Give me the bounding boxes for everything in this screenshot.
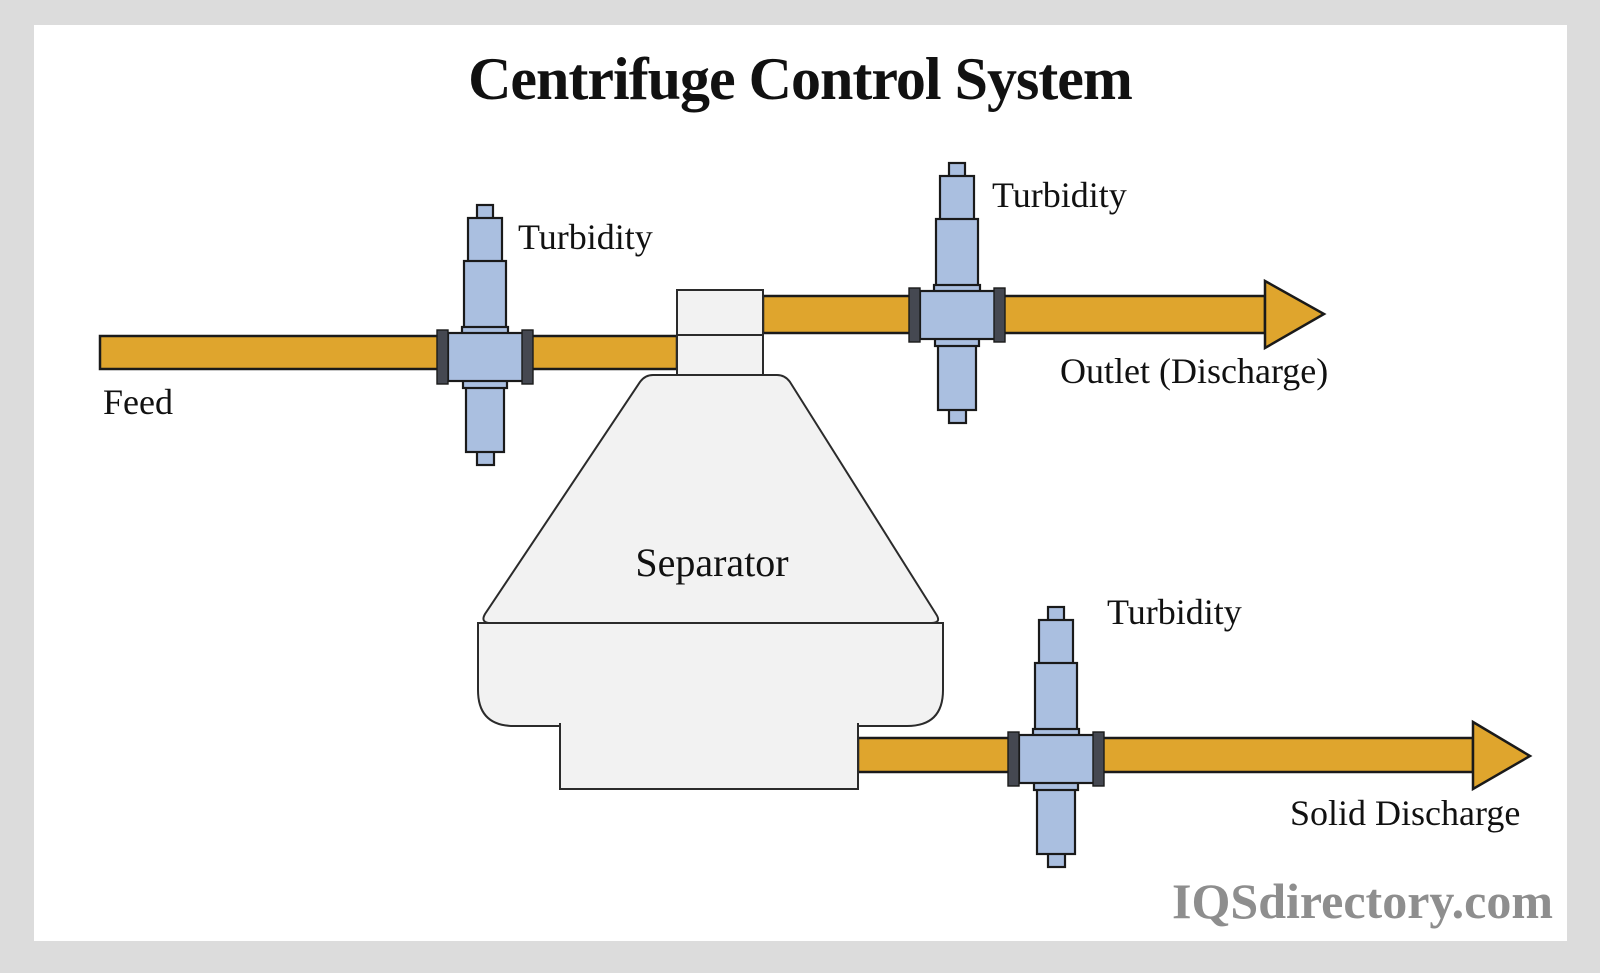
sensor-lower-stem (936, 343, 978, 412)
sensor-right-pipe-flange (993, 287, 1006, 343)
sensor-upper-stem (466, 216, 504, 264)
watermark: IQSdirectory.com (1172, 873, 1553, 929)
outlet-flow-arrow (1263, 278, 1327, 351)
sensor-body (1017, 733, 1096, 785)
sensor-top-cap (475, 203, 495, 221)
sensor-bottom-cap (475, 449, 496, 467)
turbidity-outlet-label: Turbidity (992, 175, 1127, 215)
feed-pipe (98, 334, 679, 371)
separator-vessel (477, 289, 944, 790)
sensor-top-cap (947, 161, 967, 179)
turbidity-sensor-solid (1007, 605, 1105, 869)
separator-cone (482, 374, 940, 624)
separator-base (559, 723, 859, 790)
sensor-upper-barrel (934, 217, 980, 288)
turbidity-feed-label: Turbidity (518, 217, 653, 257)
separator-neck-lower (676, 334, 764, 376)
feed-label: Feed (103, 382, 173, 422)
solid-discharge-label: Solid Discharge (1290, 793, 1521, 833)
sensor-body (918, 289, 997, 341)
sensor-lower-stem (464, 385, 506, 454)
separator-label: Separator (635, 540, 789, 585)
page-title: Centrifuge Control System (468, 46, 1133, 112)
solid-discharge-pipe-run (856, 736, 1475, 774)
solid-discharge-flow-arrow (1471, 719, 1533, 792)
turbidity-sensor-outlet (908, 161, 1006, 425)
sensor-left-pipe-flange (436, 329, 449, 385)
sensor-left-pipe-flange (908, 287, 921, 343)
turbidity-sensor-feed (436, 203, 534, 467)
sensor-body (446, 331, 525, 383)
sensor-right-pipe-flange (1092, 731, 1105, 787)
turbidity-solid-label: Turbidity (1107, 592, 1242, 632)
sensor-upper-stem (938, 174, 976, 222)
solid-discharge-pipe (856, 719, 1533, 792)
sensor-upper-barrel (462, 259, 508, 330)
outlet-discharge-label: Outlet (Discharge) (1060, 351, 1329, 391)
sensor-lower-stem (1035, 787, 1077, 856)
sensor-left-pipe-flange (1007, 731, 1020, 787)
sensor-upper-stem (1037, 618, 1075, 666)
outlet-pipe (761, 278, 1327, 351)
feed-pipe-run (98, 334, 679, 371)
separator-neck-upper (676, 289, 764, 336)
outlet-pipe-run (761, 294, 1267, 335)
sensor-right-pipe-flange (521, 329, 534, 385)
separator-bowl (477, 622, 944, 727)
sensor-bottom-cap (947, 407, 968, 425)
sensor-upper-barrel (1033, 661, 1079, 732)
